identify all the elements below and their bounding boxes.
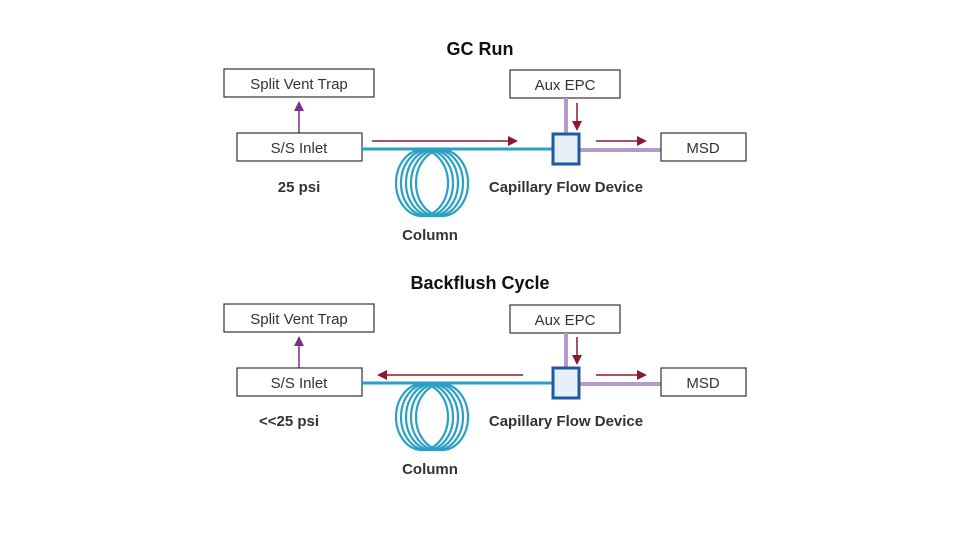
msd-label: MSD (686, 375, 720, 392)
msd-label: MSD (686, 140, 720, 157)
inlet-box: S/S Inlet (236, 132, 363, 162)
device-label: Capillary Flow Device (489, 179, 643, 196)
panel-title: Backflush Cycle (410, 273, 549, 293)
split-vent-trap-label: Split Vent Trap (250, 76, 348, 93)
device-label: Capillary Flow Device (489, 413, 643, 430)
inlet-pressure-label: <<25 psi (259, 413, 319, 430)
capillary-flow-device-icon (551, 132, 581, 166)
split-vent-trap-box: Split Vent Trap (223, 68, 375, 98)
split-vent-trap-box: Split Vent Trap (223, 303, 375, 333)
column-label: Column (402, 227, 458, 244)
aux-epc-box: Aux EPC (509, 69, 621, 99)
aux-epc-label: Aux EPC (535, 312, 596, 329)
msd-box: MSD (660, 367, 747, 397)
panel-gc-run: GC Run Split Vent Trap S/S Inlet 25 psi … (223, 39, 747, 244)
msd-box: MSD (660, 132, 747, 162)
panel-title: GC Run (447, 39, 514, 59)
panel-backflush-cycle: Backflush Cycle Split Vent Trap S/S Inle… (223, 273, 747, 478)
split-vent-trap-label: Split Vent Trap (250, 311, 348, 328)
inlet-label: S/S Inlet (271, 140, 329, 157)
capillary-flow-device-icon (551, 366, 581, 400)
inlet-label: S/S Inlet (271, 375, 329, 392)
column-coil-icon (394, 382, 470, 452)
inlet-box: S/S Inlet (236, 367, 363, 397)
column-coil-icon (394, 148, 470, 218)
aux-epc-label: Aux EPC (535, 77, 596, 94)
aux-epc-box: Aux EPC (509, 304, 621, 334)
column-label: Column (402, 461, 458, 478)
inlet-pressure-label: 25 psi (278, 179, 321, 196)
